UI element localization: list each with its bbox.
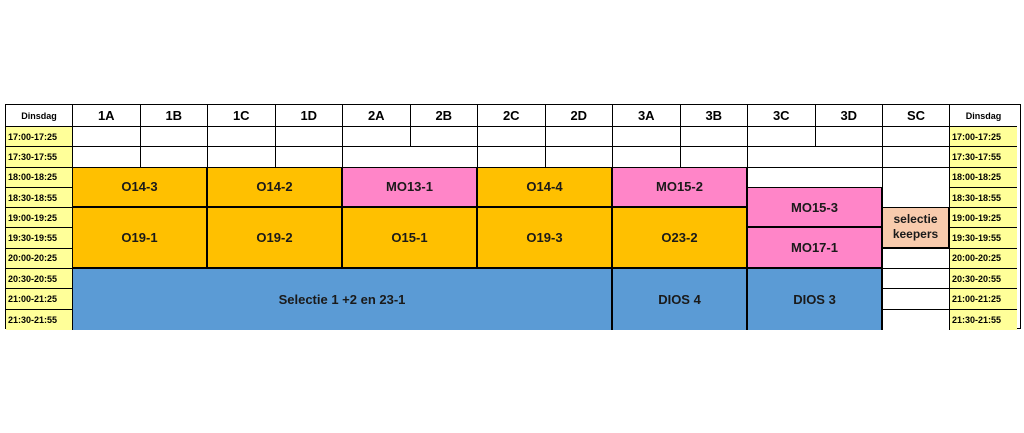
training-block-o19-1: O19-1 (73, 208, 208, 270)
time-slot-right: 21:00-21:25 (950, 289, 1017, 310)
training-block-dios-3: DIOS 3 (748, 269, 883, 330)
empty-slot (883, 147, 950, 168)
empty-slot (883, 127, 950, 148)
empty-slot (815, 127, 883, 148)
field-header-1c: 1C (208, 105, 276, 127)
schedule-table: Dinsdag 1A 1B 1C 1D 2A 2B 2C 2D 3A 3B 3C… (5, 104, 1021, 330)
empty-slot (410, 127, 478, 148)
time-slot-right: 17:00-17:25 (950, 127, 1017, 148)
time-slot: 17:00-17:25 (6, 127, 73, 148)
empty-slot (883, 269, 950, 290)
training-block-o15-1: O15-1 (343, 208, 478, 270)
field-header-2b: 2B (410, 105, 478, 127)
training-block-mo15-3: MO15-3 (748, 187, 883, 229)
empty-slot (748, 127, 816, 148)
time-slot-right: 20:00-20:25 (950, 248, 1017, 270)
empty-slot (883, 248, 950, 270)
empty-slot (748, 147, 883, 168)
field-header-2d: 2D (545, 105, 613, 127)
empty-slot (748, 167, 883, 188)
training-block-selectie-1-2: Selectie 1 +2 en 23-1 (73, 269, 613, 330)
training-block-mo15-2: MO15-2 (613, 167, 748, 209)
empty-slot (140, 127, 208, 148)
time-slot-right: 21:30-21:55 (950, 309, 1017, 330)
empty-slot (208, 127, 276, 148)
empty-slot (613, 147, 681, 168)
field-header-1b: 1B (140, 105, 208, 127)
time-slot-right: 19:30-19:55 (950, 228, 1017, 249)
time-slot: 19:00-19:25 (6, 208, 73, 229)
training-block-mo13-1: MO13-1 (343, 167, 478, 209)
training-block-o19-2: O19-2 (208, 208, 343, 270)
day-label-right: Dinsdag (950, 105, 1017, 127)
time-slot: 18:30-18:55 (6, 187, 73, 209)
empty-slot (680, 127, 748, 148)
time-slot: 17:30-17:55 (6, 147, 73, 168)
training-block-mo17-1: MO17-1 (748, 228, 883, 270)
empty-slot (478, 147, 546, 168)
training-block-o23-2: O23-2 (613, 208, 748, 270)
time-slot: 20:30-20:55 (6, 269, 73, 290)
empty-slot (208, 147, 276, 168)
empty-slot (73, 127, 141, 148)
empty-slot (613, 127, 681, 148)
field-header-sc: SC (883, 105, 950, 127)
empty-slot (478, 127, 546, 148)
field-header-1a: 1A (73, 105, 141, 127)
empty-slot (140, 147, 208, 168)
training-block-o14-4: O14-4 (478, 167, 613, 209)
empty-slot (275, 127, 343, 148)
time-slot-right: 18:00-18:25 (950, 167, 1017, 188)
time-slot: 20:00-20:25 (6, 248, 73, 270)
field-header-3c: 3C (748, 105, 816, 127)
time-slot: 19:30-19:55 (6, 228, 73, 249)
empty-slot (275, 147, 343, 168)
empty-slot (883, 309, 950, 330)
field-header-2c: 2C (478, 105, 546, 127)
time-slot-right: 20:30-20:55 (950, 269, 1017, 290)
training-block-selectie-keepers: selectie keepers (883, 208, 950, 249)
empty-slot (883, 167, 950, 209)
field-header-3d: 3D (815, 105, 883, 127)
field-header-1d: 1D (275, 105, 343, 127)
empty-slot (545, 127, 613, 148)
empty-slot (343, 127, 411, 148)
time-slot-right: 19:00-19:25 (950, 208, 1017, 229)
time-slot-right: 18:30-18:55 (950, 187, 1017, 209)
time-slot: 18:00-18:25 (6, 167, 73, 188)
empty-slot (545, 147, 613, 168)
empty-slot (680, 147, 748, 168)
field-header-2a: 2A (343, 105, 411, 127)
field-header-3b: 3B (680, 105, 748, 127)
empty-slot (73, 147, 141, 168)
time-slot: 21:30-21:55 (6, 309, 73, 330)
empty-slot (883, 289, 950, 310)
training-block-o19-3: O19-3 (478, 208, 613, 270)
training-block-o14-3: O14-3 (73, 167, 208, 209)
empty-slot (343, 147, 478, 168)
time-slot: 21:00-21:25 (6, 289, 73, 310)
day-label-left: Dinsdag (6, 105, 73, 127)
field-header-3a: 3A (613, 105, 681, 127)
time-slot-right: 17:30-17:55 (950, 147, 1017, 168)
training-block-o14-2: O14-2 (208, 167, 343, 209)
training-block-dios-4: DIOS 4 (613, 269, 748, 330)
